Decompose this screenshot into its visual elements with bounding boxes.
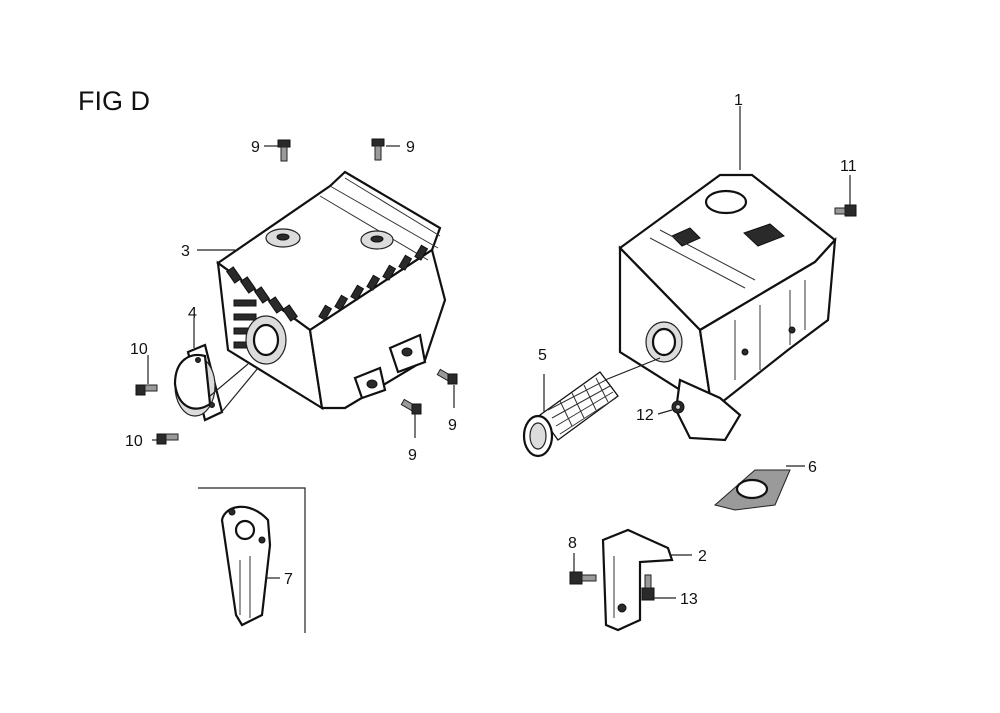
- callout-9-bottom: 9: [408, 447, 417, 464]
- nut-12: [671, 400, 685, 414]
- figure-title: FIG D: [78, 86, 150, 116]
- muffler-protector: [216, 170, 447, 411]
- callout-11: 11: [840, 158, 857, 175]
- callout-9-bottom-right: 9: [448, 417, 457, 434]
- callout-9-top-left: 9: [251, 139, 260, 156]
- screw-10-lower: [156, 433, 179, 445]
- callout-2: 2: [698, 548, 707, 565]
- screw-9-bottom-right: [436, 368, 458, 385]
- callout-labels: 1 2 3 4 5 6 7 8 9 9 9 9 10 10 11 12 13: [125, 92, 857, 608]
- screw-9-bottom: [400, 398, 422, 415]
- muffler-stay: [601, 528, 674, 632]
- nut-13: [641, 574, 655, 601]
- screw-9-left: [277, 139, 291, 162]
- callout-8: 8: [568, 535, 577, 552]
- bolt-11: [834, 204, 857, 217]
- callout-12: 12: [636, 407, 654, 424]
- callout-4: 4: [188, 305, 197, 322]
- leader-lines: [147, 106, 851, 599]
- callout-10-upper: 10: [130, 341, 148, 358]
- callout-5: 5: [538, 347, 547, 364]
- callout-9-top-right: 9: [406, 139, 415, 156]
- screw-10-upper: [135, 384, 158, 396]
- callout-1: 1: [734, 92, 743, 109]
- screw-9-right: [371, 138, 385, 161]
- callout-6: 6: [808, 459, 817, 476]
- heat-shield-bracket: [220, 505, 272, 627]
- callout-3: 3: [181, 243, 190, 260]
- bolt-8: [569, 571, 597, 585]
- outlet-cap: [173, 343, 224, 422]
- spark-arrester-screen: [522, 371, 619, 458]
- exhaust-gasket: [713, 469, 791, 511]
- callout-13: 13: [680, 591, 698, 608]
- muffler: [618, 173, 837, 442]
- callout-7: 7: [284, 571, 293, 588]
- callout-10-lower: 10: [125, 433, 143, 450]
- part-7-box: [198, 487, 306, 633]
